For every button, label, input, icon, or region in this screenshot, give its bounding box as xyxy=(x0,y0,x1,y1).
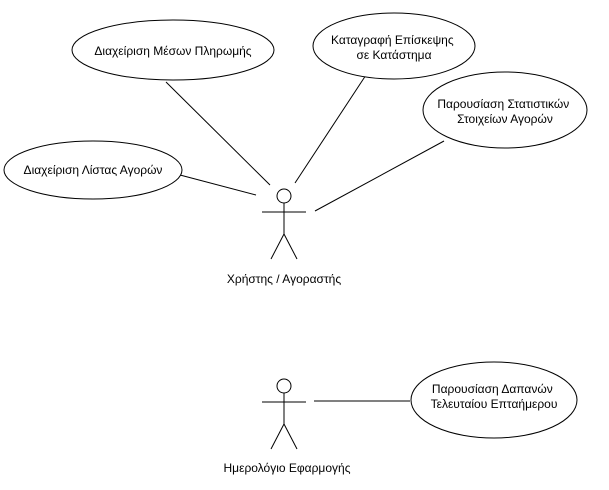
use-case-visit[interactable]: Καταγραφή Επίσκεψης σε Κατάστημα xyxy=(312,12,476,80)
association-user-visit xyxy=(294,74,367,184)
use-case-payment[interactable]: Διαχείριση Μέσων Πληρωμής xyxy=(71,19,275,81)
association-user-payment xyxy=(165,81,271,186)
actor-calendar[interactable]: Ημερολόγιο Εφαρμογής xyxy=(224,378,351,475)
use-case-expenses[interactable]: Παρουσίαση Δαπανών Τελευταίου Επταήμερου xyxy=(410,361,578,439)
actor-user[interactable]: Χρήστης / Αγοραστής xyxy=(227,188,341,286)
use-case-label: Διαχείριση Μέσων Πληρωμής xyxy=(94,44,251,58)
use-case-ellipse xyxy=(3,140,183,200)
actor-label: Ημερολόγιο Εφαρμογής xyxy=(224,461,351,475)
associations xyxy=(165,74,445,402)
use-case-label: Παρουσίαση Δαπανών Τελευταίου Επταήμερου xyxy=(431,382,558,411)
association-user-stats xyxy=(314,140,445,212)
stick-figure-icon xyxy=(262,378,306,450)
use-case-ellipse xyxy=(312,12,476,80)
use-case-stats[interactable]: Παρουσίαση Στατιστικών Στοιχείων Αγορών xyxy=(422,71,588,149)
use-case-label: Διαχείριση Λίστας Αγορών xyxy=(24,163,163,177)
use-case-ellipse xyxy=(71,19,275,81)
use-case-label: Παρουσίαση Στατιστικών Στοιχείων Αγορών xyxy=(437,97,572,126)
use-case-list[interactable]: Διαχείριση Λίστας Αγορών xyxy=(3,140,183,200)
use-case-ellipse xyxy=(410,361,578,439)
stick-figure-icon xyxy=(262,188,306,260)
actor-label: Χρήστης / Αγοραστής xyxy=(227,272,341,286)
use-case-label: Καταγραφή Επίσκεψης σε Κατάστημα xyxy=(331,33,457,62)
association-user-list xyxy=(179,174,257,196)
use-case-ellipse xyxy=(422,71,588,149)
